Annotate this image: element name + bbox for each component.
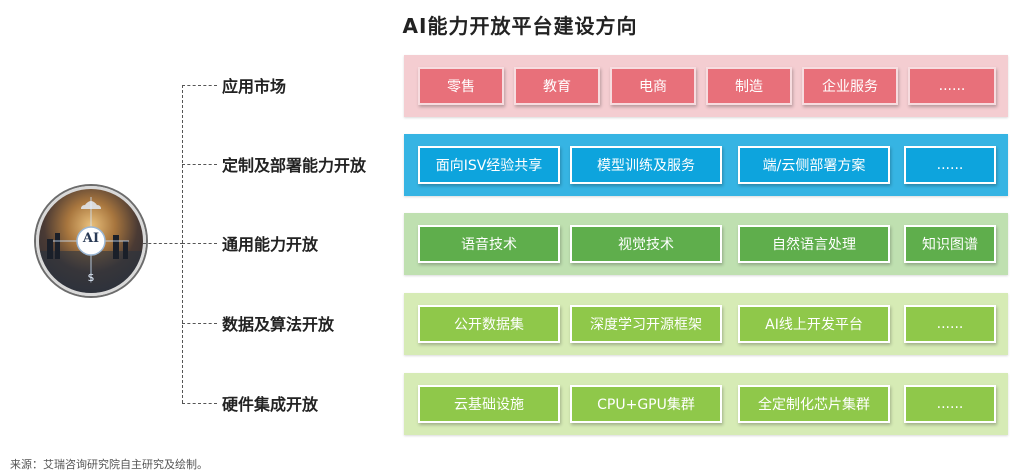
layer-tick-5: [182, 403, 217, 404]
hardware-item-cloud: 云基础设施: [418, 385, 560, 423]
currency-icon: $: [87, 271, 95, 284]
market-item-manufacturing: 制造: [706, 67, 792, 105]
band-market: 零售 教育 电商 制造 企业服务 ......: [404, 55, 1008, 117]
layer-bracket: [182, 85, 183, 403]
custom-item-isv: 面向ISV经验共享: [418, 146, 560, 184]
layer-label-general: 通用能力开放: [222, 235, 319, 254]
custom-item-training: 模型训练及服务: [570, 146, 722, 184]
market-item-education: 教育: [514, 67, 600, 105]
ai-logo-text: AI: [82, 231, 100, 246]
band-general: 语音技术 视觉技术 自然语言处理 知识图谱: [404, 213, 1008, 275]
layer-label-market: 应用市场: [222, 77, 287, 96]
general-item-kg: 知识图谱: [904, 225, 996, 263]
layer-label-custom: 定制及部署能力开放: [222, 156, 367, 175]
band-data: 公开数据集 深度学习开源框架 AI线上开发平台 ......: [404, 293, 1008, 355]
data-item-more: ......: [904, 305, 996, 343]
market-item-ecommerce: 电商: [610, 67, 696, 105]
data-item-datasets: 公开数据集: [418, 305, 560, 343]
source-note: 来源：艾瑞咨询研究院自主研究及绘制。: [10, 458, 208, 471]
layer-tick-4: [182, 323, 217, 324]
ai-circuit-graphic: [39, 197, 143, 293]
general-item-speech: 语音技术: [418, 225, 560, 263]
data-item-framework: 深度学习开源框架: [570, 305, 722, 343]
general-item-vision: 视觉技术: [570, 225, 722, 263]
market-item-more: ......: [908, 67, 996, 105]
general-item-nlp: 自然语言处理: [738, 225, 890, 263]
layer-tick-1: [182, 85, 217, 86]
ai-logo-icon: AI $: [36, 186, 146, 296]
custom-item-deploy: 端/云侧部署方案: [738, 146, 890, 184]
layer-label-hardware: 硬件集成开放: [222, 395, 319, 414]
hardware-item-chips: 全定制化芯片集群: [738, 385, 890, 423]
diagram-title: AI能力开放平台建设方向: [402, 14, 638, 38]
custom-item-more: ......: [904, 146, 996, 184]
market-item-retail: 零售: [418, 67, 504, 105]
band-hardware: 云基础设施 CPU+GPU集群 全定制化芯片集群 ......: [404, 373, 1008, 435]
data-item-platform: AI线上开发平台: [738, 305, 890, 343]
layer-tick-2: [182, 164, 217, 165]
layer-label-data: 数据及算法开放: [222, 315, 335, 334]
layer-tick-3: [182, 243, 217, 244]
band-custom: 面向ISV经验共享 模型训练及服务 端/云侧部署方案 ......: [404, 134, 1008, 196]
hardware-item-cpu-gpu: CPU+GPU集群: [570, 385, 722, 423]
logo-connector: [143, 243, 183, 244]
hardware-item-more: ......: [904, 385, 996, 423]
market-item-enterprise: 企业服务: [802, 67, 898, 105]
